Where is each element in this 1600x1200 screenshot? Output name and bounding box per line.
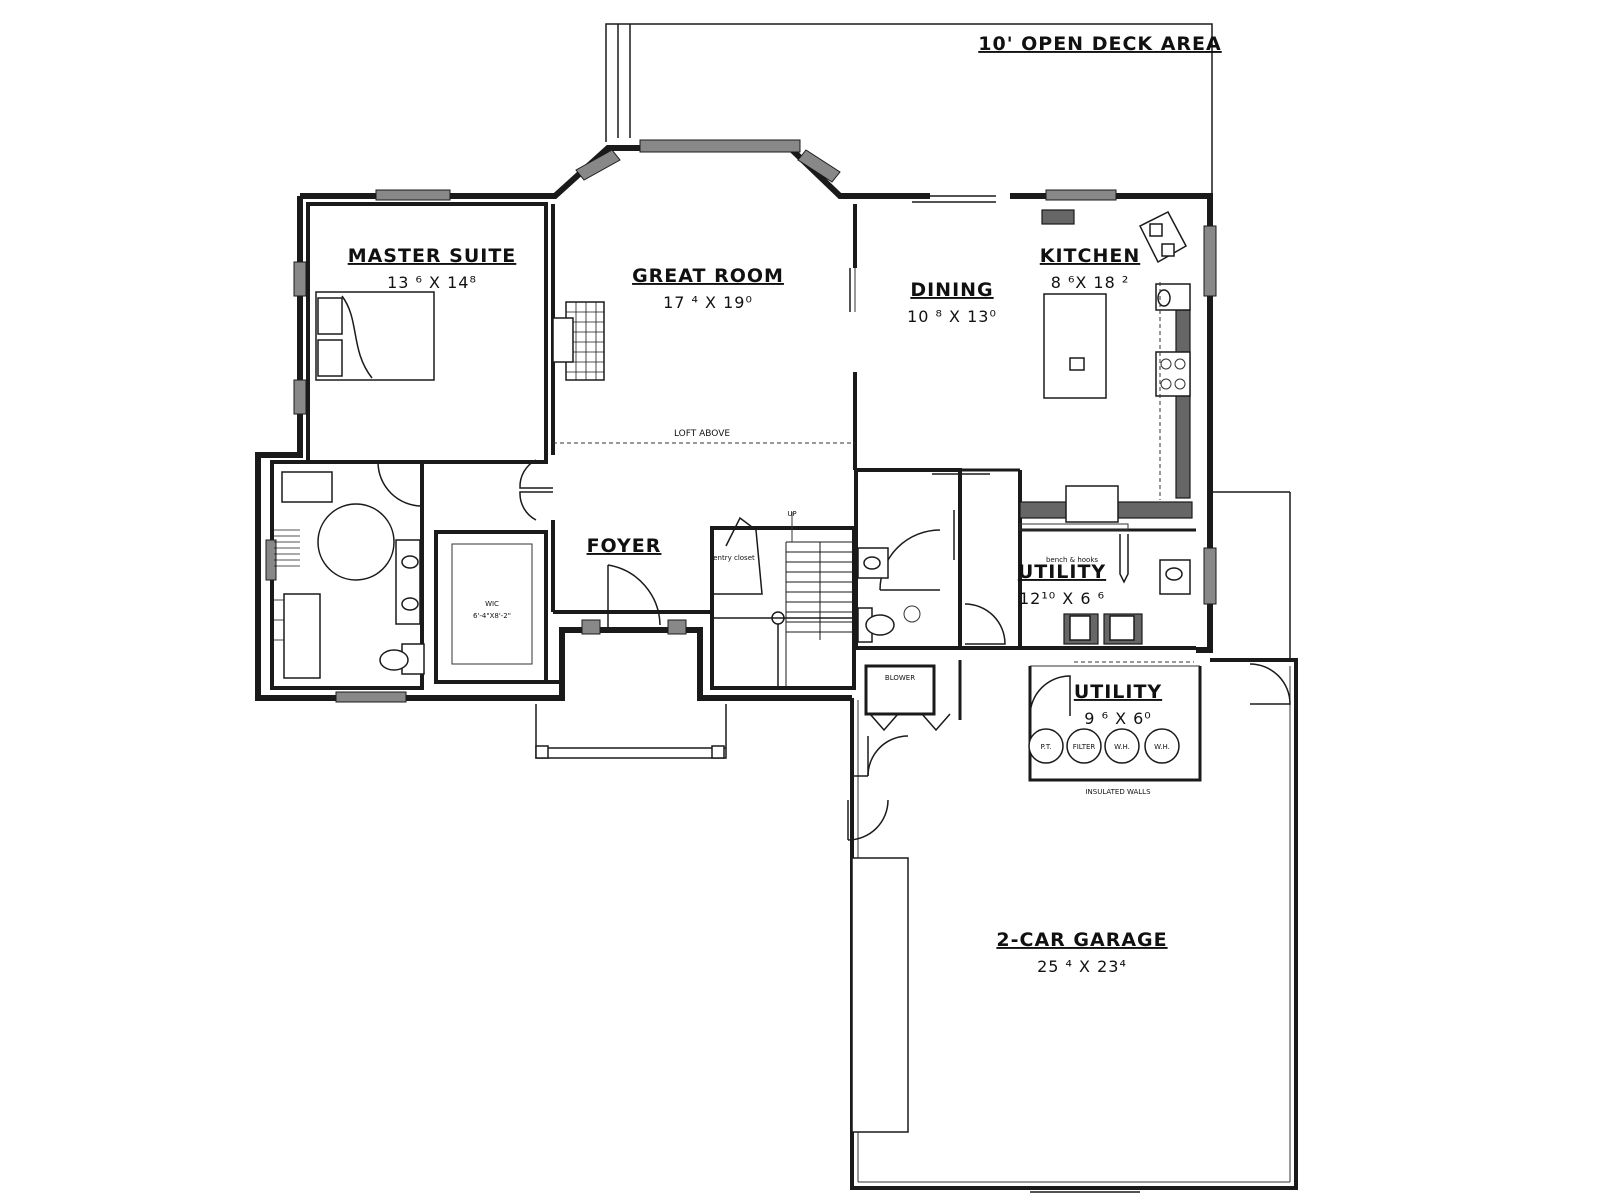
tank-label: FILTER: [1073, 743, 1096, 751]
great-room-label: GREAT ROOM: [632, 265, 784, 287]
tank-wh-2: [1144, 728, 1180, 764]
bench-note: bench & hooks: [1046, 556, 1098, 564]
tank-filter: [1066, 728, 1102, 764]
great-room-dims: 17 ⁴ X 19⁰: [663, 293, 753, 312]
bath-fixtures: [274, 471, 533, 679]
bed: [315, 291, 435, 381]
wic-note: WIC: [485, 600, 499, 608]
foyer-label: FOYER: [587, 535, 662, 557]
utility-2-label: UTILITY: [1074, 681, 1162, 703]
wic-dims-note: 6'-4"X8'-2": [473, 612, 511, 620]
tank-wh-1: [1104, 728, 1140, 764]
kitchen-label: KITCHEN: [1040, 245, 1140, 267]
dining-label: DINING: [910, 279, 993, 301]
tanks: P.T. FILTER W.H. W.H.: [1028, 728, 1180, 764]
loft-note: LOFT ABOVE: [674, 429, 730, 439]
closet-note: entry closet: [713, 554, 755, 562]
kitchen-dims: 8 ⁶X 18 ²: [1051, 273, 1130, 292]
up-note: UP: [787, 510, 796, 518]
utility-dims: 12¹⁰ X 6 ⁶: [1019, 589, 1105, 608]
fireplace: [552, 301, 605, 381]
utility-fixtures: [857, 473, 1194, 663]
master-suite-label: MASTER SUITE: [348, 245, 517, 267]
master-suite-dims: 13 ⁶ X 14⁸: [387, 273, 477, 292]
room-labels: 10' OPEN DECK AREA MASTER SUITE 13 ⁶ X 1…: [348, 33, 1222, 976]
doors: [377, 195, 1291, 841]
utility-2-dims: 9 ⁶ X 6⁰: [1084, 709, 1151, 728]
deck-label: 10' OPEN DECK AREA: [978, 33, 1222, 55]
kitchen-fixtures: [1019, 209, 1193, 531]
tank-label: W.H.: [1154, 743, 1170, 751]
tank-pt: [1028, 728, 1064, 764]
tank-label: P.T.: [1040, 743, 1051, 751]
insulated-note: INSULATED WALLS: [1085, 788, 1151, 796]
stairs: [712, 512, 852, 686]
utility-label: UTILITY: [1018, 561, 1106, 583]
blower-note: BLOWER: [885, 674, 915, 682]
garage-dims: 25 ⁴ X 23⁴: [1037, 957, 1127, 976]
windows: [265, 139, 1217, 703]
interior-walls: [270, 202, 1298, 1190]
tank-label: W.H.: [1114, 743, 1130, 751]
garage-workbench: [851, 857, 909, 1133]
garage-label: 2-CAR GARAGE: [996, 929, 1167, 951]
plan-notes: LOFT ABOVE entry closet UP WIC 6'-4"X8'-…: [473, 429, 1151, 796]
dining-dims: 10 ⁸ X 13⁰: [907, 307, 997, 326]
